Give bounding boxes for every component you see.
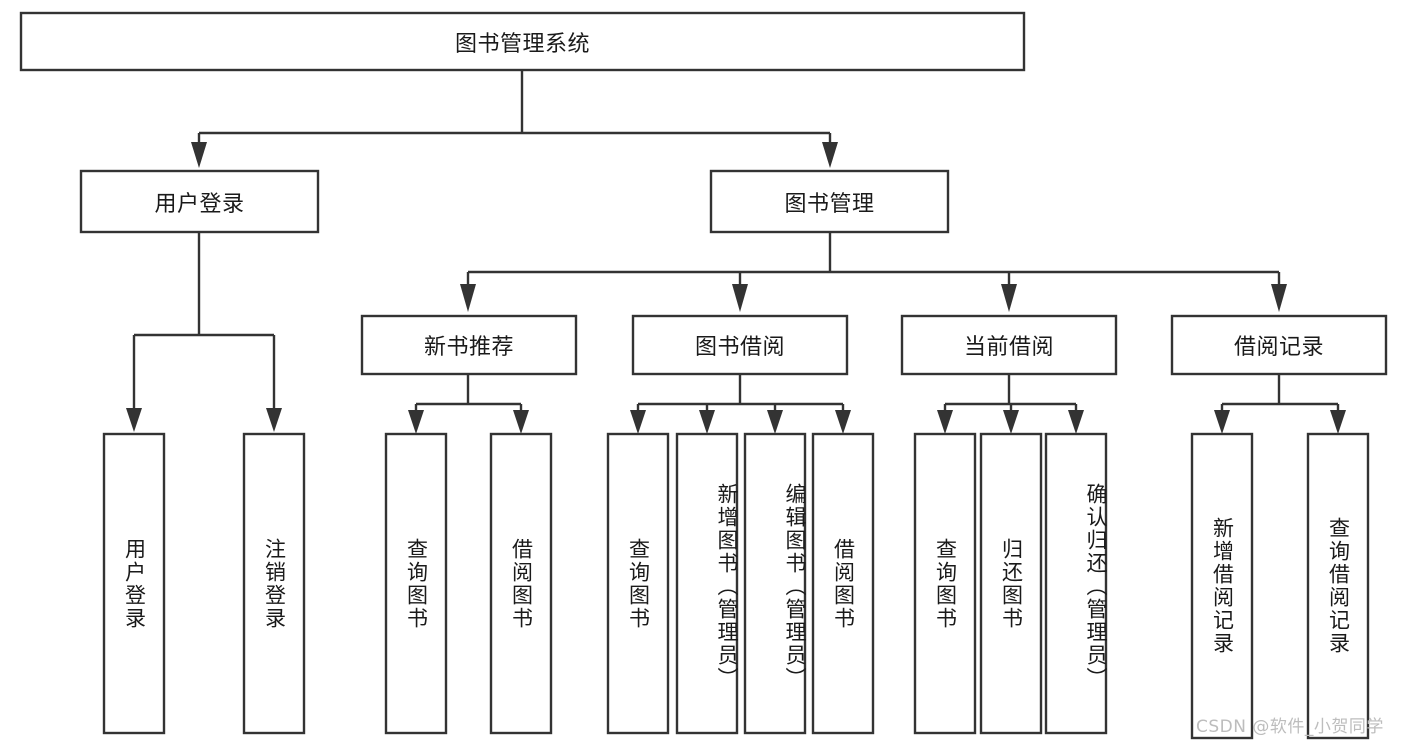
leaf-cb-return-book-box[interactable] <box>979 432 1043 735</box>
arrowhead-leaf-b3 <box>767 410 783 434</box>
arrowhead-leaf-c2 <box>1003 410 1019 434</box>
node-borrow-record-box[interactable] <box>1170 314 1388 376</box>
arrowhead-leaf-b4 <box>835 410 851 434</box>
arrowhead-leaf-u2 <box>266 408 282 432</box>
arrowhead-l3-2 <box>732 284 748 312</box>
leaf-bb-add-book-box[interactable] <box>675 432 739 735</box>
node-current-borrow-box[interactable] <box>900 314 1118 376</box>
arrowhead-leaf-r2 <box>1330 410 1346 434</box>
node-root-box[interactable] <box>19 11 1026 72</box>
arrowhead-leaf-b2 <box>699 410 715 434</box>
arrowhead-user-login <box>191 142 207 168</box>
arrowhead-leaf-c1 <box>937 410 953 434</box>
arrowhead-l3-1 <box>460 284 476 312</box>
leaf-br-add-record-box[interactable] <box>1190 432 1254 740</box>
leaf-nbr-borrow-book-box[interactable] <box>489 432 553 735</box>
arrowhead-leaf-b1 <box>630 410 646 434</box>
leaf-bb-edit-book-box[interactable] <box>743 432 807 735</box>
arrowhead-l3-3 <box>1001 284 1017 312</box>
arrowhead-leaf-r1 <box>1214 410 1230 434</box>
node-new-book-recommend-box[interactable] <box>360 314 578 376</box>
arrowhead-leaf-c3 <box>1068 410 1084 434</box>
arrowhead-leaf-n2 <box>513 410 529 434</box>
node-book-borrow-box[interactable] <box>631 314 849 376</box>
arrowhead-l3-4 <box>1271 284 1287 312</box>
leaf-user-login-box[interactable] <box>102 432 166 735</box>
leaf-bb-query-book-box[interactable] <box>606 432 670 735</box>
arrowhead-leaf-u1 <box>126 408 142 432</box>
arrowhead-book-mgmt <box>822 142 838 168</box>
leaf-nbr-query-book-box[interactable] <box>384 432 448 735</box>
leaf-user-logout-box[interactable] <box>242 432 306 735</box>
arrowhead-leaf-n1 <box>408 410 424 434</box>
node-book-mgmt-box[interactable] <box>709 169 950 234</box>
leaf-cb-confirm-return-box[interactable] <box>1044 432 1108 735</box>
node-user-login-box[interactable] <box>79 169 320 234</box>
leaf-br-query-record-box[interactable] <box>1306 432 1370 740</box>
leaf-cb-query-book-box[interactable] <box>913 432 977 735</box>
leaf-bb-borrow-book-box[interactable] <box>811 432 875 735</box>
